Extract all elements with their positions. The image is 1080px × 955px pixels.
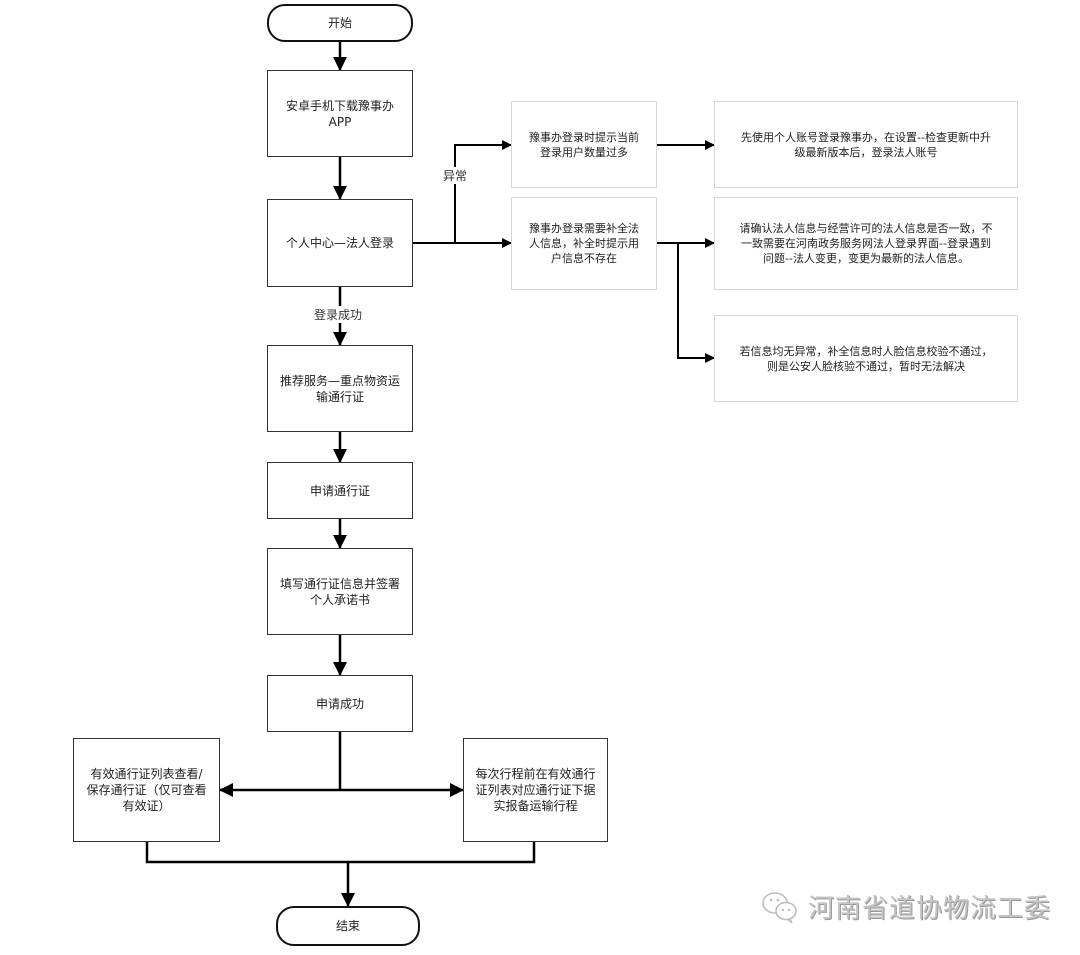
step-recommend-service: 推荐服务—重点物资运 输通行证 bbox=[267, 345, 413, 432]
step-report-trip: 每次行程前在有效通行 证列表对应通行证下据 实报备运输行程 bbox=[463, 738, 608, 842]
watermark: 河南省道协物流工委 bbox=[760, 888, 1051, 925]
edge-report-merge bbox=[348, 842, 536, 864]
end-node: 结束 bbox=[276, 906, 420, 946]
solution-verify-legal-info: 请确认法人信息与经营许可的法人信息是否一致，不 一致需要在河南政务服务网法人登录… bbox=[714, 197, 1018, 290]
edge-missing-facefail bbox=[677, 243, 715, 363]
step-legal-login: 个人中心—法人登录 bbox=[267, 199, 413, 287]
solution-upgrade-app: 先使用个人账号登录豫事办，在设置--检查更新中升 级最新版本后，登录法人账号 bbox=[714, 101, 1018, 188]
step-download-app: 安卓手机下载豫事办 APP bbox=[267, 70, 413, 157]
watermark-text: 河南省道协物流工委 bbox=[808, 894, 1052, 924]
step-apply-pass: 申请通行证 bbox=[267, 462, 413, 519]
step-fill-info: 填写通行证信息并签署 个人承诺书 bbox=[267, 548, 413, 635]
step-view-pass-list: 有效通行证列表查看/ 保存通行证（仅可查看 有效证） bbox=[73, 738, 220, 842]
step-apply-success: 申请成功 bbox=[267, 675, 413, 732]
exception-missing-info: 豫事办登录需要补全法 人信息，补全时提示用 户信息不存在 bbox=[511, 197, 657, 290]
edge-view-merge bbox=[145, 842, 348, 864]
edge-login-toomany bbox=[454, 140, 512, 243]
edge-label-abnormal: 异常 bbox=[441, 167, 470, 184]
edge-label-login-success: 登录成功 bbox=[312, 306, 365, 323]
exception-too-many-users: 豫事办登录时提示当前 登录用户数量过多 bbox=[511, 101, 657, 188]
wechat-icon bbox=[762, 891, 797, 924]
solution-face-verify-fail: 若信息均无异常，补全信息时人脸信息校验不通过， 则是公安人脸核验不通过，暂时无法… bbox=[714, 315, 1018, 402]
start-node: 开始 bbox=[267, 4, 413, 42]
